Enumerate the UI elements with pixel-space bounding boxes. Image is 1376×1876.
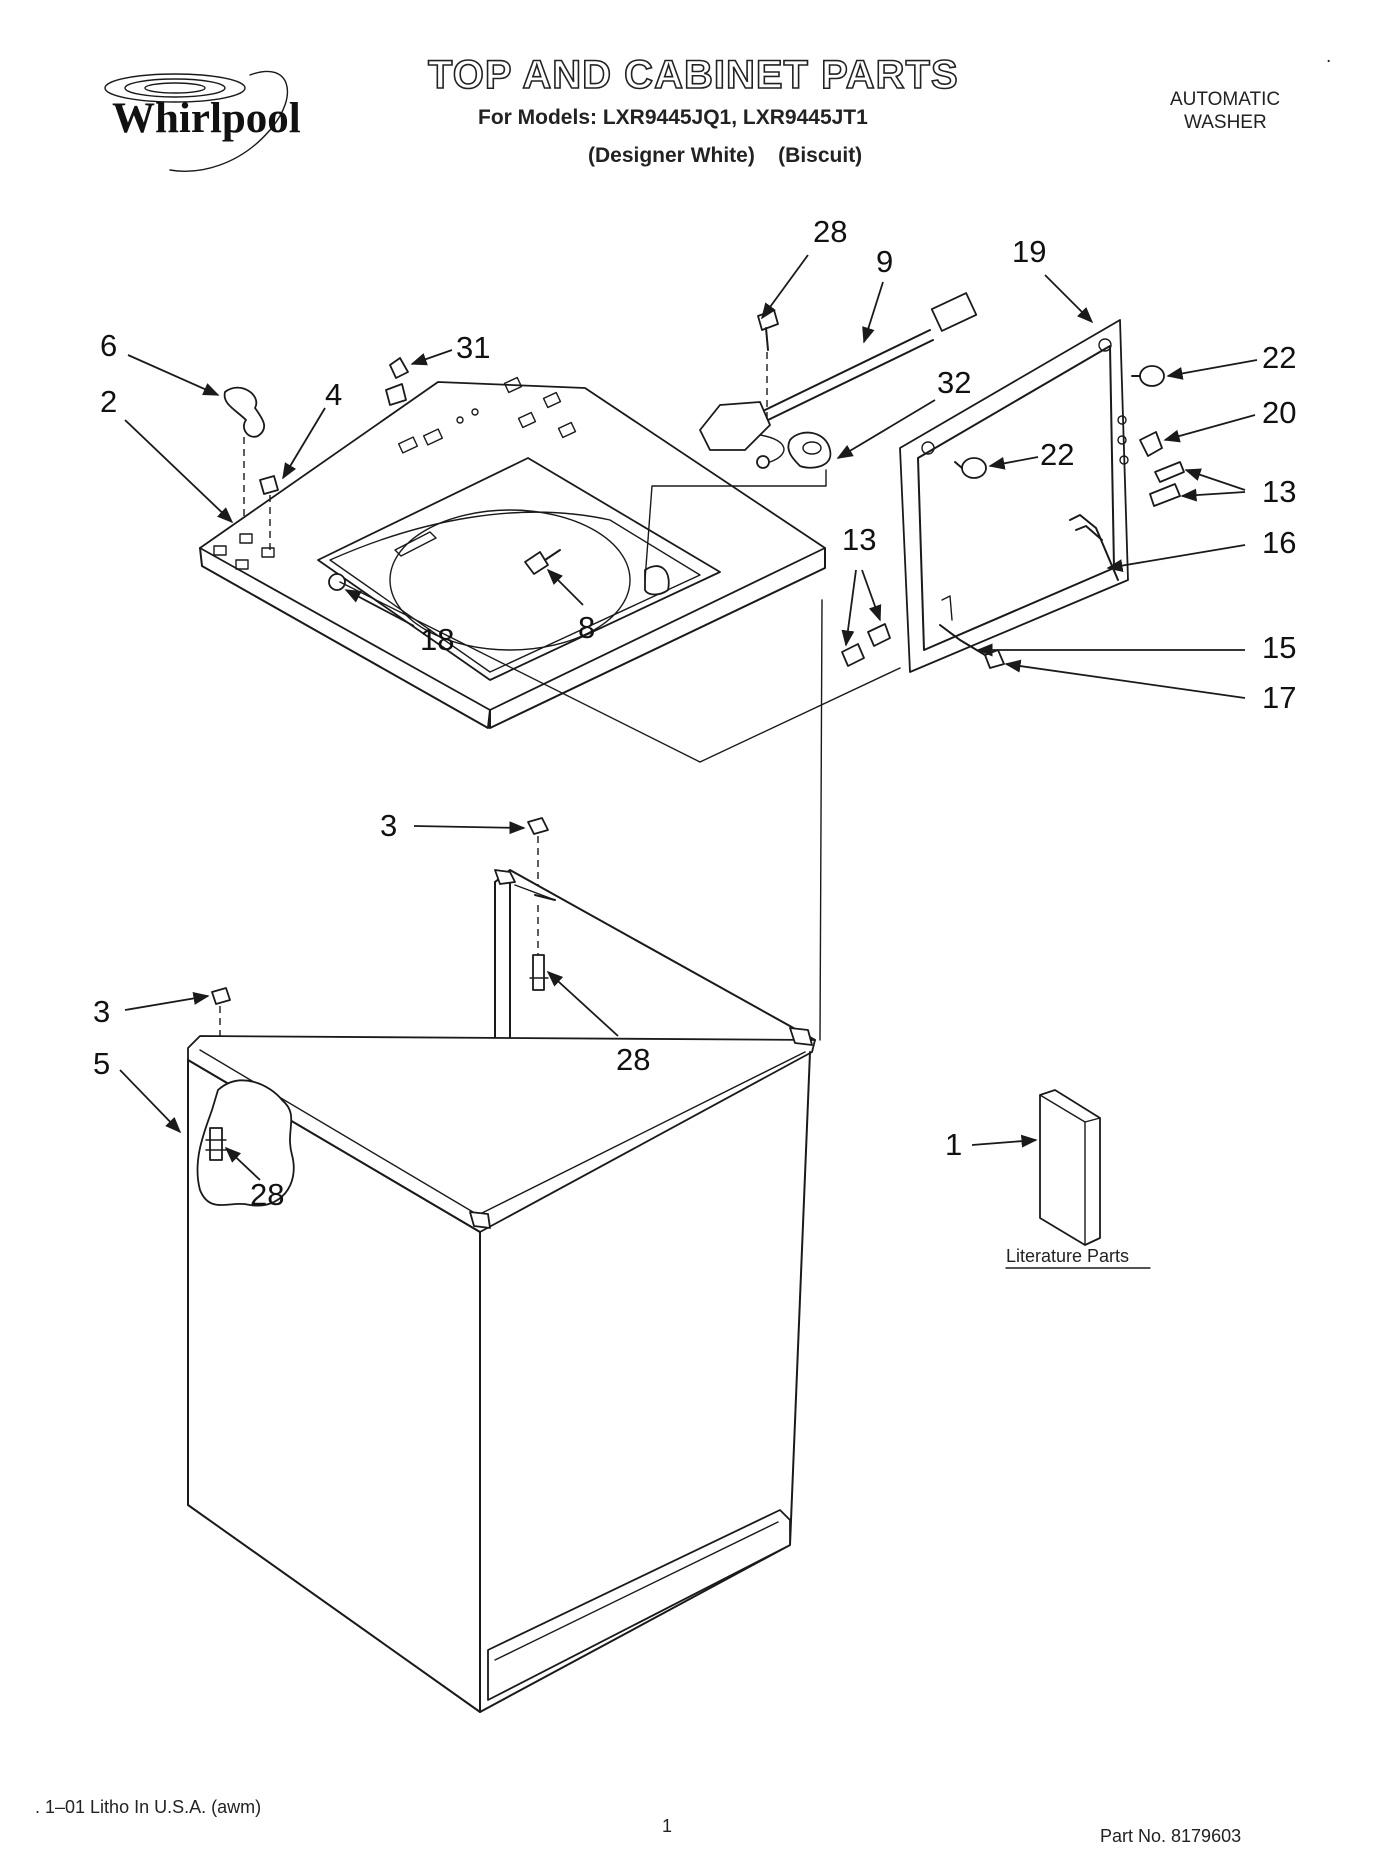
lid-hinge-rod [1069, 514, 1119, 581]
part-8-screw [524, 549, 561, 575]
callout-17: 17 [1262, 680, 1296, 715]
callout-32: 32 [937, 365, 971, 400]
literature-parts-label: Literature Parts [1006, 1246, 1129, 1266]
whirlpool-logo: Whirlpool [104, 70, 301, 172]
lid-frame [899, 319, 1129, 673]
part-17-clip [984, 649, 1005, 669]
lid-pin [328, 573, 346, 591]
callout-13-right: 13 [1262, 474, 1296, 509]
callout-9: 9 [876, 244, 893, 279]
bumper-22-mid [954, 457, 987, 479]
cutaway-inset [196, 1079, 295, 1207]
callout-28-top: 28 [813, 214, 847, 249]
part-31-clip [385, 357, 409, 406]
product-type-line1: AUTOMATIC [1170, 89, 1280, 110]
cabinet-toe-kick [487, 1509, 791, 1701]
screw-28-inset [209, 1127, 223, 1161]
callout-20: 20 [1262, 395, 1296, 430]
literature-booklet [1039, 1089, 1101, 1246]
lid-switch-harness [699, 292, 978, 469]
harness-connector [930, 292, 978, 332]
part-6-clamp [223, 386, 266, 520]
colors-line: (Designer White) (Biscuit) [588, 144, 862, 167]
logo-wordmark: Whirlpool [112, 95, 301, 142]
models-line: For Models: LXR9445JQ1, LXR9445JT1 [478, 106, 868, 129]
callout-3-top: 3 [380, 808, 397, 843]
lid-switch [699, 401, 771, 451]
callout-19: 19 [1012, 234, 1046, 269]
hinge-pins-13-right [1149, 461, 1185, 507]
callout-2: 2 [100, 384, 117, 419]
lid-frame-outer [899, 319, 1129, 673]
callout-arrows [119, 254, 1258, 1181]
clip-3-top [527, 817, 549, 885]
part-4-bracket [259, 475, 279, 555]
callout-22-top: 22 [1262, 340, 1296, 375]
callout-28-mid: 28 [616, 1042, 650, 1077]
callout-3-left: 3 [93, 994, 110, 1029]
lid-bumper [644, 565, 670, 596]
screw-28-mid [529, 905, 549, 991]
callout-22-mid: 22 [1040, 437, 1074, 472]
part-20-bumper [1139, 431, 1163, 457]
stray-mark: . [1326, 46, 1331, 67]
page-title: TOP AND CABINET PARTS [428, 53, 959, 97]
product-type-line2: WASHER [1184, 112, 1267, 133]
callout-6: 6 [100, 328, 117, 363]
bumper-22-top [1131, 365, 1165, 387]
callout-1: 1 [945, 1127, 962, 1162]
clip-3-left [211, 987, 231, 1040]
washer-top-panel [199, 376, 826, 729]
washer-cabinet [187, 869, 816, 1713]
callout-18: 18 [420, 622, 454, 657]
callout-31: 31 [456, 330, 490, 365]
callout-13-left: 13 [842, 522, 876, 557]
callout-16: 16 [1262, 525, 1296, 560]
callout-15: 15 [1262, 630, 1296, 665]
callout-28-low: 28 [250, 1177, 284, 1212]
callout-4: 4 [325, 377, 342, 412]
part-32-bumper [787, 431, 832, 469]
page-number: 1 [662, 1816, 672, 1836]
tub-ring [389, 509, 631, 651]
part-number: Part No. 8179603 [1100, 1826, 1241, 1846]
litho-line: . 1–01 Litho In U.S.A. (awm) [35, 1797, 261, 1817]
hinge-pins-13-left [841, 623, 891, 667]
callout-5: 5 [93, 1046, 110, 1081]
callout-8: 8 [578, 610, 595, 645]
logo-swirl [104, 73, 246, 103]
